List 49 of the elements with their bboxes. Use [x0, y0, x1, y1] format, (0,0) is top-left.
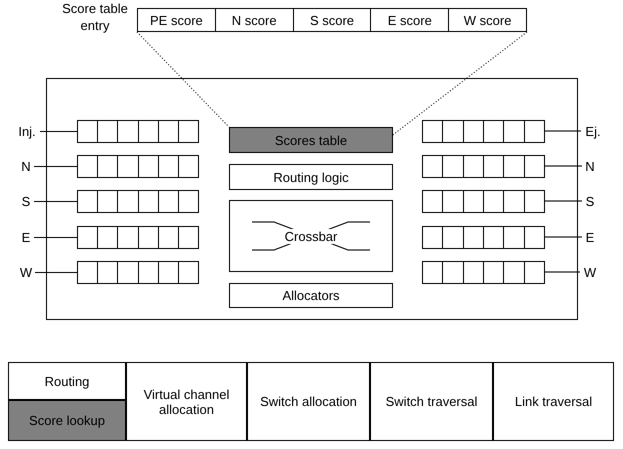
- allocator-box: Allocators: [229, 283, 393, 308]
- port-label: E: [18, 227, 34, 247]
- table-cell-text: W score: [462, 12, 512, 30]
- crossbar-box: [229, 200, 393, 272]
- connector-line: [544, 130, 582, 132]
- buffer-box: [77, 226, 199, 249]
- buffer-box: [77, 155, 199, 178]
- port-label: W: [580, 262, 600, 282]
- stage-box: Link traversal: [493, 362, 614, 441]
- connector-line: [40, 131, 78, 132]
- connector-line: [544, 236, 582, 238]
- table-cell: E score: [371, 9, 450, 31]
- port-label: S: [18, 191, 34, 211]
- connector-line: [544, 200, 582, 202]
- table-cell: PE score: [138, 9, 216, 31]
- stage-box: Routing: [8, 362, 126, 400]
- connector-line: [34, 272, 78, 273]
- leader-line: [136, 32, 230, 128]
- buffer-box: [422, 261, 545, 284]
- buffer-box: [77, 120, 199, 143]
- port-label: W: [17, 262, 35, 282]
- buffer-box: [422, 155, 545, 178]
- port-label: N: [582, 156, 598, 176]
- crossbar-label: Crossbar: [284, 228, 338, 244]
- buffer-box: [422, 120, 545, 143]
- table-box: Scores table: [229, 127, 393, 153]
- router-box: [46, 78, 578, 320]
- buffer-box: [422, 226, 545, 249]
- caption-text: Score table entry: [61, 0, 129, 34]
- connector-line: [34, 237, 78, 238]
- port-label: E: [582, 227, 598, 247]
- port-label: N: [18, 156, 34, 176]
- buffer-box: [422, 190, 545, 213]
- stage-box: Score lookup: [8, 400, 126, 441]
- stage-box: Switch traversal: [370, 362, 493, 441]
- table-cell: N score: [216, 9, 294, 31]
- stage-box: Virtual channel allocation: [126, 362, 247, 441]
- port-label: Inj.: [14, 121, 40, 141]
- connector-line: [34, 166, 78, 167]
- buffer-box: [77, 261, 199, 284]
- leader-line: [392, 32, 528, 136]
- table-cell: S score: [294, 9, 372, 31]
- stage-box: Switch allocation: [247, 362, 370, 441]
- connector-line: [34, 201, 78, 202]
- logic-box: Routing logic: [229, 164, 393, 190]
- port-label: Ej.: [581, 121, 605, 141]
- buffer-box: [77, 190, 199, 213]
- score-entry-table: [137, 8, 527, 32]
- port-label: S: [582, 191, 598, 211]
